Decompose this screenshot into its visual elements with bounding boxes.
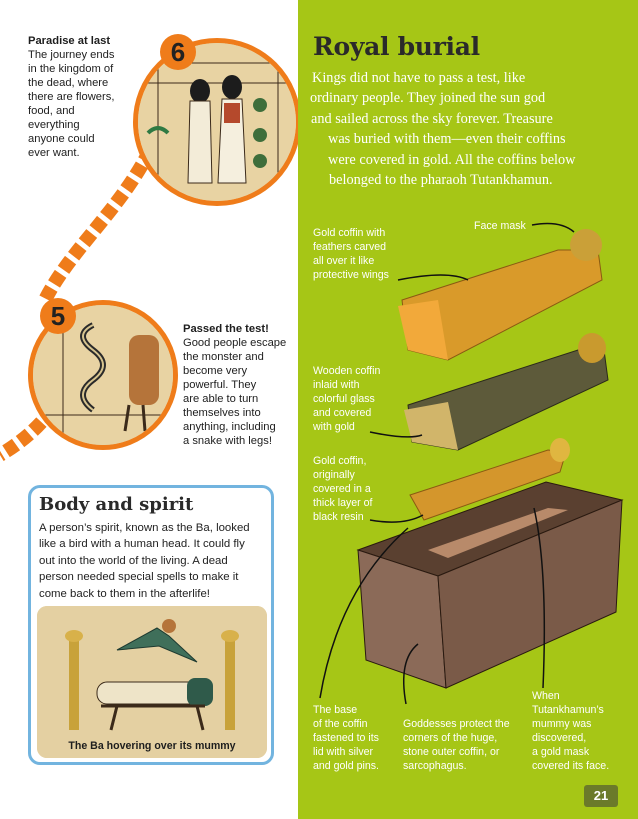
callout-line: Wooden coffin xyxy=(313,365,381,377)
intro-line: and sailed across the sky forever. Treas… xyxy=(311,110,553,127)
stage6-line: The journey ends xyxy=(28,49,115,61)
callout-line: fastened to its xyxy=(313,732,379,744)
stage5-line: a snake with legs! xyxy=(183,435,272,447)
body-spirit-box: Body and spirit A person’s spirit, known… xyxy=(28,485,274,765)
leader-goddesses xyxy=(403,643,419,705)
body-spirit-text: A person’s spirit, known as the Ba, look… xyxy=(39,520,271,602)
leader-base xyxy=(319,527,409,699)
papyrus-figures-icon xyxy=(138,43,296,201)
callout-line: with gold xyxy=(313,421,355,433)
stage6-papyrus-image xyxy=(133,38,301,206)
callout-line: discovered, xyxy=(532,732,587,744)
callout-line: The base xyxy=(313,704,358,716)
callout-line: black resin xyxy=(313,511,364,523)
intro-line: was buried with them—even their coffins xyxy=(328,131,566,148)
stage6-number-badge: 6 xyxy=(160,34,196,70)
wooden-inlaid-coffin-icon xyxy=(404,333,609,451)
callout-wooden-coffin: Wooden coffin inlaid with colorful glass… xyxy=(313,364,403,434)
callout-line: Gold coffin, xyxy=(313,455,367,467)
royal-burial-intro: Kings did not have to pass a test, like … xyxy=(310,68,628,190)
coffins-illustration xyxy=(319,222,624,705)
stage5-line: become very xyxy=(183,365,248,377)
ba-image-caption: The Ba hovering over its mummy xyxy=(68,740,236,752)
callout-line: and covered xyxy=(313,407,372,419)
callout-gold-coffin-feathers: Gold coffin with feathers carved all ove… xyxy=(313,226,413,282)
ba-over-mummy-image: The Ba hovering over its mummy xyxy=(37,606,267,758)
leader-gold-coffin xyxy=(397,274,469,281)
callout-line: stone outer coffin, or xyxy=(403,746,500,758)
leader-face-mask xyxy=(531,222,575,233)
callout-line: and gold pins. xyxy=(313,760,379,772)
callout-goddesses: Goddesses protect the corners of the hug… xyxy=(403,717,528,773)
callout-mummy-mask: When Tutankhamun’s mummy was discovered,… xyxy=(532,689,632,773)
intro-line: ordinary people. They joined the sun god xyxy=(310,90,546,107)
callout-line: of the coffin xyxy=(313,718,368,730)
body-spirit-line: out into the world of the living. A dead xyxy=(39,554,228,567)
callout-line: thick layer of xyxy=(313,497,373,509)
stage5-line: powerful. They xyxy=(183,379,257,391)
callout-line: Face mask xyxy=(474,220,526,232)
stage5-line: anything, including xyxy=(183,421,276,433)
callout-line: corners of the huge, xyxy=(403,732,498,744)
intro-line: were covered in gold. All the coffins be… xyxy=(328,151,576,168)
stage5-line: Good people escape xyxy=(183,337,287,349)
callout-line: all over it like xyxy=(313,255,375,267)
stage6-line: there are flowers, xyxy=(28,91,115,103)
callout-line: covered its face. xyxy=(532,760,610,772)
callout-face-mask: Face mask xyxy=(474,219,526,233)
leader-wooden-coffin xyxy=(369,431,423,438)
callout-line: Goddesses protect the xyxy=(403,718,510,730)
stage5-heading: Passed the test! xyxy=(183,323,269,335)
callout-base: The base of the coffin fastened to its l… xyxy=(313,703,403,773)
stage6-line: anyone could xyxy=(28,133,95,145)
callout-gold-coffin-resin: Gold coffin, originally covered in a thi… xyxy=(313,454,403,524)
callout-line: protective wings xyxy=(313,269,389,281)
stone-sarcophagus-icon xyxy=(356,481,624,689)
gold-feather-coffin-icon xyxy=(398,229,603,361)
stage6-line: ever want. xyxy=(28,147,80,159)
body-spirit-line: person needed special spells to make it xyxy=(39,571,239,584)
callout-line: lid with silver xyxy=(313,746,374,758)
callout-line: a gold mask xyxy=(532,746,590,758)
callout-line: feathers carved xyxy=(313,241,387,253)
stage6-line: the dead, where xyxy=(28,77,109,89)
stage5-line: the monster and xyxy=(183,351,264,363)
callout-line: originally xyxy=(313,469,355,481)
intro-line: Kings did not have to pass a test, like xyxy=(312,70,526,86)
callout-line: covered in a xyxy=(313,483,371,495)
ba-bird-icon xyxy=(37,606,267,758)
callout-line: colorful glass xyxy=(313,393,375,405)
body-spirit-title: Body and spirit xyxy=(39,494,194,515)
leader-resin-coffin xyxy=(369,514,424,523)
royal-burial-title: Royal burial xyxy=(313,32,480,61)
body-spirit-line: come back to them in the afterlife! xyxy=(39,587,210,600)
stage5-line: are able to turn xyxy=(183,393,259,405)
stage5-line: themselves into xyxy=(183,407,261,419)
callout-line: mummy was xyxy=(532,718,592,730)
callout-line: sarcophagus. xyxy=(403,760,467,772)
stage6-line: in the kingdom of xyxy=(28,63,114,75)
body-spirit-line: like a bird with a human head. It could … xyxy=(39,538,245,551)
stage5-number-badge: 5 xyxy=(40,298,76,334)
stage5-caption: Passed the test! Good people escape the … xyxy=(183,322,295,448)
callout-line: Tutankhamun’s xyxy=(532,704,604,716)
page-number: 21 xyxy=(584,785,618,807)
stage6-line: food, and xyxy=(28,105,75,117)
callout-line: Gold coffin with xyxy=(313,227,386,239)
callout-line: inlaid with xyxy=(313,379,360,391)
intro-line: belonged to the pharaoh Tutankhamun. xyxy=(329,172,553,189)
body-spirit-line: A person’s spirit, known as the Ba, look… xyxy=(39,522,250,534)
journey-path xyxy=(0,146,157,462)
callout-line: When xyxy=(532,690,560,702)
stage6-heading: Paradise at last xyxy=(28,35,111,47)
leader-mummy-mask xyxy=(533,507,546,689)
stage6-caption: Paradise at last The journey ends in the… xyxy=(28,34,138,160)
stage6-line: everything xyxy=(28,119,80,131)
